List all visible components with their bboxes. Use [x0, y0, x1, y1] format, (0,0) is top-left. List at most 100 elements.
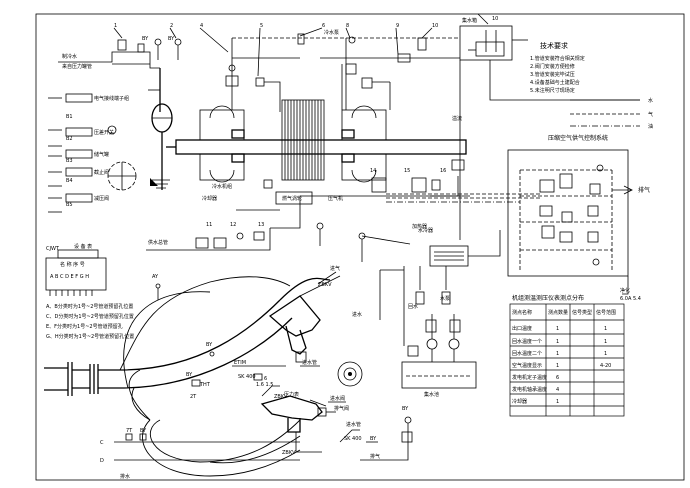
legend-item-4: 截止阀: [94, 169, 109, 176]
tm-label: THT: [199, 382, 211, 388]
turbine-label: 燃气涡轮: [282, 195, 302, 202]
svg-text:BY: BY: [206, 342, 213, 348]
svg-text:5: 5: [260, 23, 263, 29]
legend-item-1: 电气接线端子组: [94, 95, 129, 102]
bottom-water-label: 集水池: [424, 391, 439, 398]
codes-title: CJWT: [46, 246, 60, 252]
tech-item-3: 3.管道安装完毕试压: [530, 71, 575, 78]
mid-label-c: 加热器: [412, 223, 427, 230]
turbine-stator-stack: [281, 99, 325, 181]
svg-text:16: 16: [440, 168, 446, 174]
table-row-cell: 4: [556, 387, 559, 393]
codes-line-1: A、B分类时为1号~2号管道预留孔位置: [46, 303, 133, 310]
table-row-cell: 1: [556, 363, 559, 369]
pump-label: 水泵: [440, 295, 450, 302]
legend-water: 水: [648, 97, 653, 104]
codes-letters: A B C D E F G H: [50, 274, 89, 280]
svg-text:10: 10: [432, 23, 438, 29]
svg-text:7T: 7T: [126, 428, 133, 434]
bearing-block: [231, 129, 245, 139]
codes-sub-a: 设 备 表: [74, 243, 92, 250]
mid-label-b: 冷水机组: [212, 183, 232, 190]
legend-prefix-4: B4: [66, 178, 73, 184]
table-row-cell: 出口温度: [512, 325, 532, 332]
tech-item-2: 2.阀门安装方便检修: [530, 63, 575, 70]
code-label-6: ZBKV: [282, 450, 296, 456]
exhaust-label: 排气: [638, 186, 650, 194]
table-row-cell: 1: [556, 326, 559, 332]
table-row-cell: 1: [556, 399, 559, 405]
svg-text:12: 12: [230, 222, 236, 228]
svg-text:4: 4: [200, 23, 203, 29]
table-row-cell: 空气温度显示: [512, 362, 542, 369]
table-row-cell: 冷却器: [512, 398, 527, 405]
svg-text:BY: BY: [402, 406, 409, 412]
svg-text:15: 15: [404, 168, 410, 174]
instrument-table: 机组测温测压仪表测点分布 测点名称 测点数量 信号类型 信号范围 出口温度 1 …: [509, 294, 625, 417]
svg-text:14: 14: [370, 168, 376, 174]
legend-oil: 油: [648, 123, 653, 130]
table-header-2: 测点数量: [548, 309, 568, 316]
drain-label: 排水: [120, 473, 130, 480]
bottom-water-tank: [401, 361, 477, 389]
disc-icon: [337, 361, 363, 387]
svg-text:排气: 排气: [370, 453, 380, 460]
legend-prefix-1: B1: [66, 114, 73, 120]
tech-item-1: 1.管道安装符合相关规定: [530, 55, 585, 62]
code-label-4: ZBKV: [318, 282, 332, 288]
outlet-label: 进水: [352, 311, 362, 318]
cooler-label: 冷却器: [202, 195, 217, 202]
codes-line-2: C、D分类时为1号~2号管道预留孔位置: [46, 313, 134, 320]
table-header-1: 测点名称: [512, 309, 532, 316]
water-tank: [459, 25, 513, 61]
svg-text:9: 9: [396, 23, 399, 29]
gauge-icon: [174, 38, 182, 46]
turbine-sub-label: 压气机: [328, 195, 343, 202]
svg-text:BY: BY: [168, 36, 175, 42]
valve-assembly-upper: [268, 271, 341, 363]
svg-text:排气阀: 排气阀: [334, 405, 349, 412]
pump-icon: [448, 338, 460, 350]
legend-gas: 气: [648, 111, 653, 118]
tech-item-4: 4.设备基础与土建配合: [530, 79, 580, 86]
code-label-2: SK 400: [238, 374, 256, 380]
valve-assembly-lower: [260, 395, 327, 453]
legend-item-2: 压差开关: [94, 129, 114, 136]
control-box: [507, 149, 629, 277]
table-row-cell: 1: [604, 339, 607, 345]
table-row-cell: 发电机定子温度: [512, 374, 547, 381]
svg-text:D: D: [100, 458, 104, 464]
svg-text:BY: BY: [370, 436, 377, 442]
svg-text:进水管: 进水管: [302, 359, 317, 366]
return-label: 回水: [408, 303, 418, 310]
svg-text:进水管: 进水管: [346, 421, 361, 428]
svg-text:C: C: [100, 440, 104, 446]
table-row-cell: 1: [604, 326, 607, 332]
table-row-cell: 1: [556, 351, 559, 357]
inlet-valve-2: [137, 43, 145, 53]
codes-line-4: G、H分类时为1号~2号管道预留孔位置: [46, 333, 134, 340]
svg-text:BY: BY: [142, 36, 149, 42]
right-pipe-label: 净化: [620, 287, 630, 294]
svg-text:10: 10: [492, 16, 498, 22]
mid-label-d: 水冷器: [418, 227, 433, 234]
table-row-cell: 6: [556, 375, 559, 381]
table-header-3: 信号类型: [572, 309, 592, 316]
legend-item-3: 储气罐: [94, 151, 109, 158]
inlet-label: 制冷水: [62, 53, 77, 60]
codes-sub-b: 名 称 序 号: [60, 261, 85, 268]
svg-text:6: 6: [264, 376, 267, 382]
water-tank-label: 集水箱: [462, 17, 477, 24]
pump-icon: [426, 338, 438, 350]
codes-line-3: E、F分类时为1号~2号管道预留孔: [46, 323, 123, 330]
control-title: 压缩空气供气控制系统: [548, 134, 608, 142]
legend-prefix-2: B2: [66, 136, 73, 142]
svg-text:BY: BY: [140, 428, 147, 434]
drawing-frame: [35, 13, 685, 481]
table-title: 机组测温测压仪表测点分布: [512, 294, 584, 302]
mid-label-a: 冷水泵: [324, 29, 339, 36]
bearing-block: [341, 129, 355, 139]
svg-text:8: 8: [346, 23, 349, 29]
